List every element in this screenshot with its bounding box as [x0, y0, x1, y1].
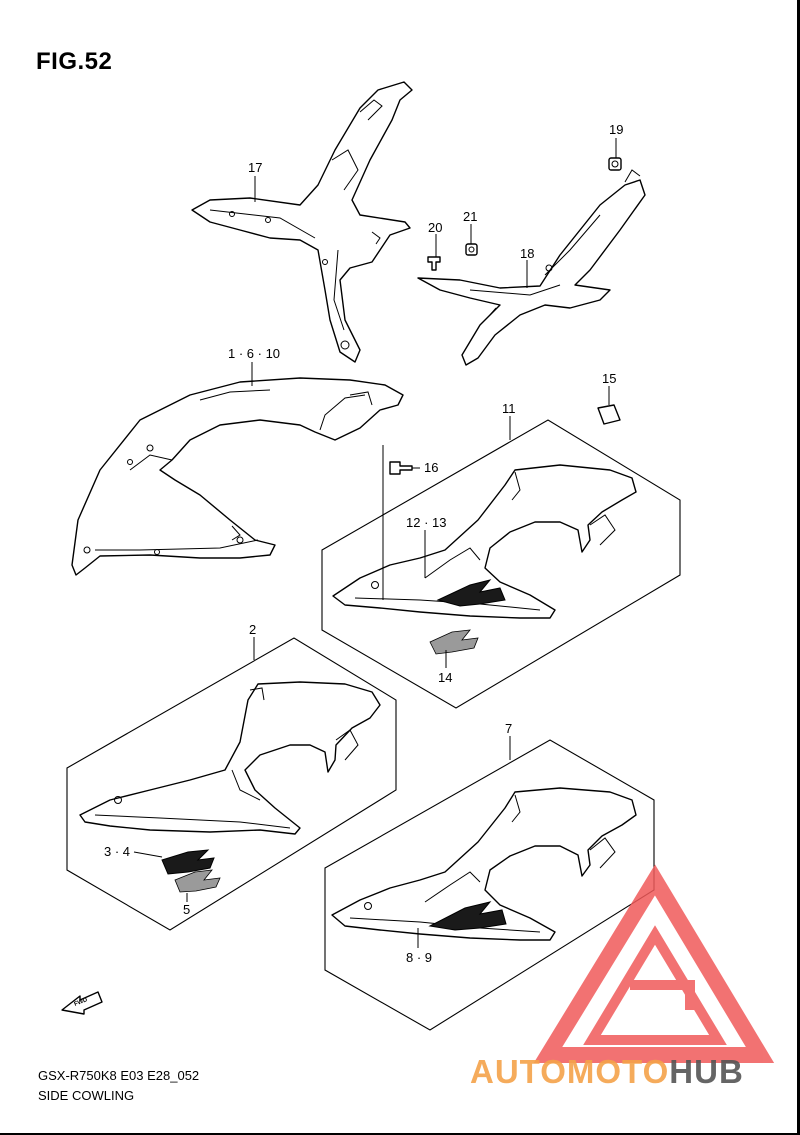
leader-lines — [133, 138, 617, 948]
part-5-emblem[interactable] — [174, 869, 221, 893]
callout-labels: 17 19 20 21 18 1 · 6 · 10 15 11 16 12 · … — [104, 122, 623, 965]
part-19-nut[interactable] — [608, 157, 622, 171]
part-20-screw[interactable] — [427, 256, 441, 271]
model-code: GSX-R750K8 E03 E28_052 — [38, 1068, 200, 1083]
frame-bottom-edge — [0, 1133, 800, 1135]
part-15-pad[interactable] — [597, 404, 621, 425]
assembly-box-2 — [66, 637, 397, 931]
forward-arrow-icon: FWD — [61, 991, 103, 1015]
watermark-brand: AUTOMOTOHUB — [470, 1053, 744, 1090]
part-2-lower-cowling[interactable] — [79, 681, 381, 835]
part-1-6-10-upper-cowling[interactable] — [71, 377, 404, 576]
callout-14: 14 — [438, 670, 452, 685]
part-7-lower-cowling[interactable] — [331, 787, 637, 941]
callout-8-9: 8 · 9 — [406, 950, 432, 965]
callout-20: 20 — [428, 220, 442, 235]
callout-17: 17 — [248, 160, 262, 175]
part-11-middle-cowling[interactable] — [332, 464, 637, 619]
triangle-a-logo-icon — [533, 864, 775, 1063]
section-name: SIDE COWLING — [38, 1088, 135, 1103]
watermark-brand-b: HUB — [669, 1053, 744, 1090]
part-16-screw[interactable] — [389, 461, 413, 475]
part-21-nut[interactable] — [465, 243, 478, 256]
part-17-inner-bracket[interactable] — [191, 81, 413, 363]
assembly-box-7 — [324, 739, 655, 1031]
callout-21: 21 — [463, 209, 477, 224]
callout-3-4: 3 · 4 — [104, 844, 130, 859]
callout-12-13: 12 · 13 — [406, 515, 446, 530]
part-3-4-decal[interactable] — [161, 849, 215, 875]
frame-right-edge — [797, 0, 800, 1135]
callout-11: 11 — [502, 401, 516, 416]
part-14-emblem[interactable] — [429, 629, 479, 655]
callout-7: 7 — [505, 721, 512, 736]
part-18-right-bracket[interactable] — [417, 169, 646, 366]
callout-18: 18 — [520, 246, 534, 261]
svg-text:AUTOMOTOHUB: AUTOMOTOHUB — [470, 1053, 744, 1090]
callout-16: 16 — [424, 460, 438, 475]
callout-15: 15 — [602, 371, 616, 386]
callout-5: 5 — [183, 902, 190, 917]
watermark-brand-a: AUTOMOTO — [470, 1053, 669, 1090]
callout-2: 2 — [249, 622, 256, 637]
callout-1-6-10: 1 · 6 · 10 — [228, 346, 280, 361]
assembly-box-11 — [321, 419, 681, 709]
figure-title: FIG.52 — [36, 48, 113, 75]
fwd-label: FWD — [74, 997, 90, 1008]
callout-19: 19 — [609, 122, 623, 137]
